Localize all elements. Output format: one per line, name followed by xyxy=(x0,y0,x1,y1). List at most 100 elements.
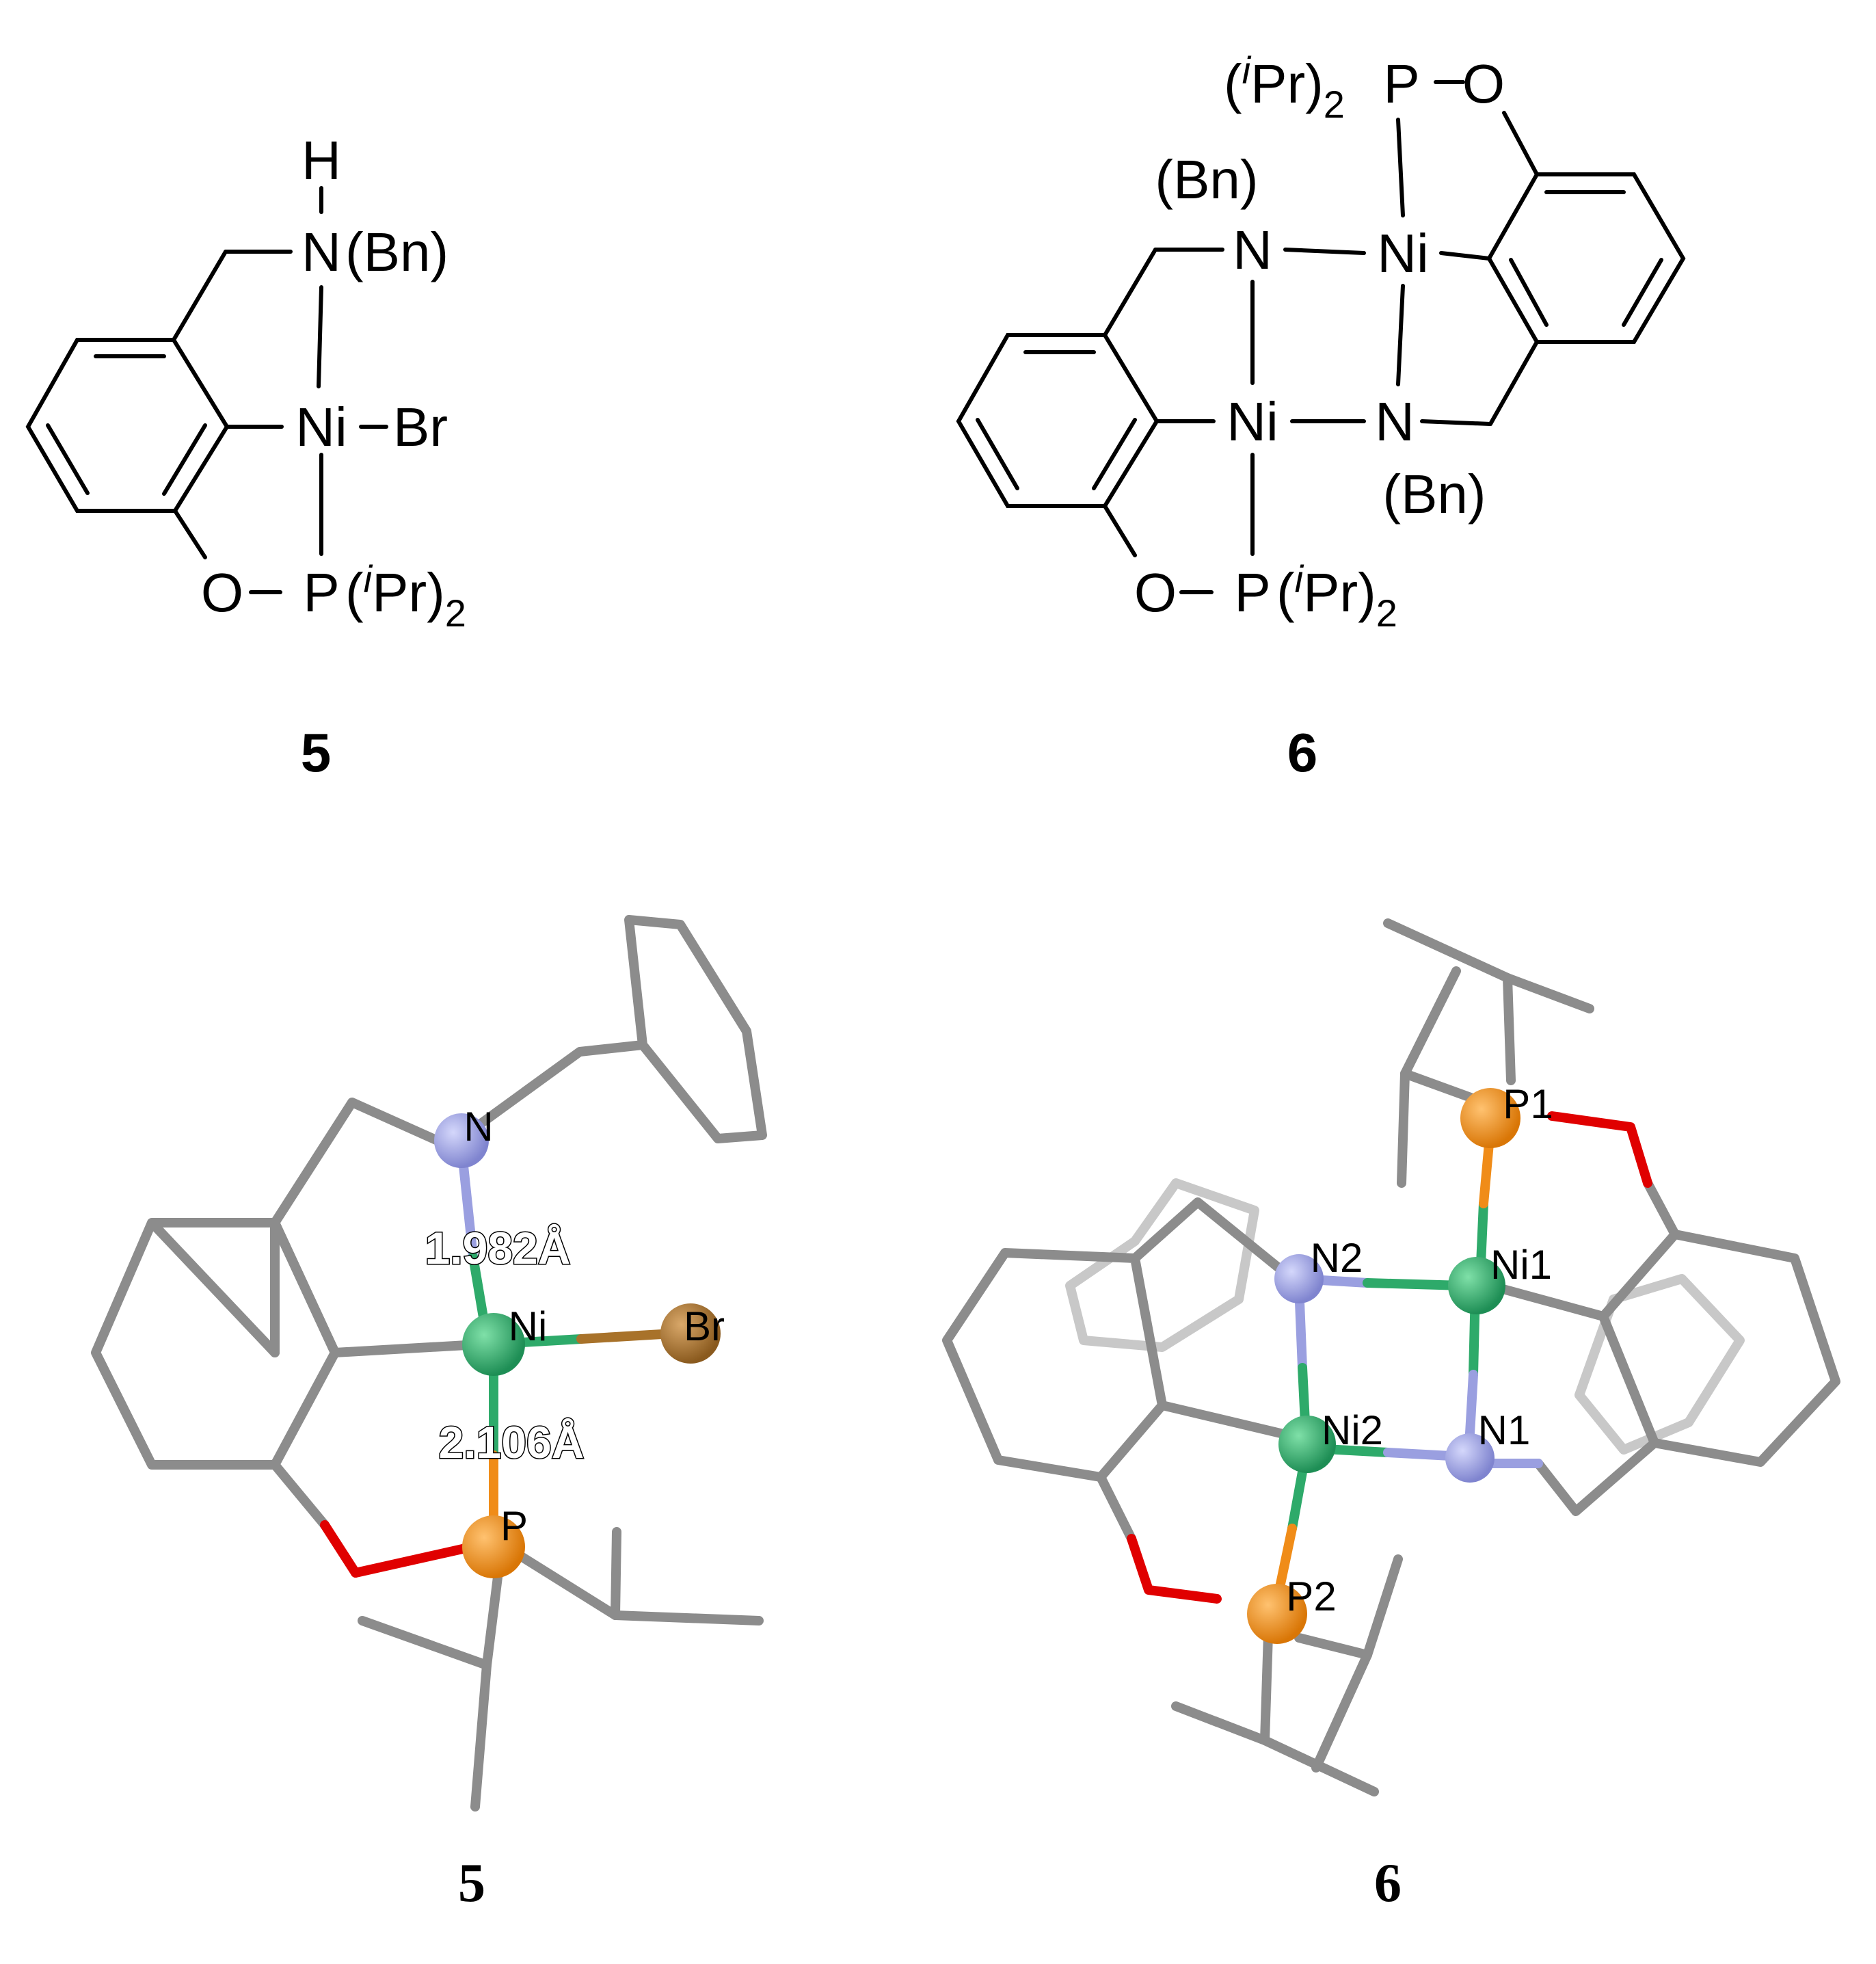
crystal-6-label-p1: P1 xyxy=(1503,1081,1553,1127)
crystal-6-left-ring-ni-rod xyxy=(1157,1401,1297,1441)
crystal-6-left-o-rod xyxy=(1096,1472,1136,1543)
structure-6-atom-ni-top: Ni xyxy=(1377,223,1429,284)
crystal-6-n2-sphere xyxy=(1274,1254,1324,1303)
structure-5-p-substituent: (iPr)2 xyxy=(345,557,466,635)
crystal-6-top-isopropyl xyxy=(1383,918,1594,1013)
crystal-5-o-p-rod xyxy=(351,1542,477,1578)
crystal-5-isopropyl-arm xyxy=(358,1616,492,1670)
structure-5-atom-br: Br xyxy=(393,397,448,457)
structure-5-n-ni-bond xyxy=(317,285,323,388)
structure-6-right-ring xyxy=(1486,172,1686,344)
crystal-5-ring-o-rod xyxy=(270,1460,330,1530)
structure-6-bottom-p-substituent: (iPr)2 xyxy=(1276,557,1397,635)
crystal-5-br-sphere xyxy=(660,1303,721,1364)
structure-6-n-ch2-bond xyxy=(1420,419,1492,426)
crystal-5-label-p: P xyxy=(500,1503,528,1549)
crystal-6-p2-sphere xyxy=(1247,1584,1307,1644)
crystal-6-n2-ni1-rod xyxy=(1363,1278,1468,1290)
crystal-5-label-ni: Ni xyxy=(509,1303,548,1349)
structure-6-ch2-ring-bond xyxy=(1488,340,1539,426)
crystal-5-isopropyl-arm xyxy=(470,1561,504,1812)
structure-6-bn-top: (Bn) xyxy=(1155,149,1258,210)
crystal-6-n1-sphere xyxy=(1445,1433,1495,1483)
crystal-5-ring-bond xyxy=(270,1218,340,1357)
structure-6: (iPr)2 P O (Bn) N Ni Ni N (Bn) O P (iPr)… xyxy=(956,49,1686,783)
structure-6-number: 6 xyxy=(1287,722,1318,783)
crystal-6-ni1-sphere xyxy=(1448,1257,1505,1314)
crystal-5-o-p-rod xyxy=(320,1520,360,1578)
crystal-6-top-isopropyl xyxy=(1503,973,1516,1085)
structure-6-inner-bond xyxy=(976,418,1019,490)
crystal-6-right-o-rod xyxy=(1643,1178,1680,1239)
crystal-6-left-o-rod-red xyxy=(1127,1534,1222,1604)
crystal-6-right-aryl-ring xyxy=(1598,1230,1840,1467)
crystal-6-right-o-rod-red xyxy=(1547,1111,1652,1188)
structure-5-atom-n: N xyxy=(302,222,341,282)
structure-6-atom-o-bottom: O xyxy=(1134,562,1177,623)
crystal-5-ni-n-distance: 1.982Å xyxy=(425,1223,571,1273)
crystal-5-ring-ni-rod xyxy=(330,1340,483,1357)
structure-5-ch2-bond xyxy=(172,250,228,342)
crystal-5-aryl-ring xyxy=(91,1218,340,1470)
crystal-5-ni-br-rod xyxy=(576,1329,678,1344)
structure-6-top-p-substituent: (iPr)2 xyxy=(1224,49,1345,126)
crystal-6-bottom-isopropyl xyxy=(1171,1701,1379,1796)
crystal-5-label-br: Br xyxy=(684,1303,725,1349)
crystal-5-n-sphere xyxy=(434,1113,489,1168)
structure-6-atom-n-top: N xyxy=(1233,220,1272,280)
structure-5-ring-o-bond xyxy=(173,509,207,559)
structure-6-atom-ni-bottom: Ni xyxy=(1227,391,1278,452)
crystal-6-bottom-isopropyl xyxy=(1260,1630,1273,1745)
structure-5: H N (Bn) Ni Br O P (iPr)2 5 xyxy=(25,130,466,783)
structure-6-inner-bond xyxy=(1092,418,1137,490)
structure-6-inner-bond xyxy=(1622,258,1663,327)
crystal-6-label-ni1: Ni1 xyxy=(1490,1242,1552,1288)
crystal-6-p1-sphere xyxy=(1460,1088,1520,1148)
crystal-6-ni2-sphere xyxy=(1278,1416,1336,1473)
structure-6-left-ring xyxy=(956,333,1160,508)
structure-5-number: 5 xyxy=(301,722,332,783)
crystal-6-label-n2: N2 xyxy=(1311,1235,1363,1281)
crystal-5-label-n: N xyxy=(464,1104,493,1150)
crystal-6-top-isopropyl xyxy=(1400,1069,1485,1106)
structure-6-atom-p-top: P xyxy=(1383,53,1419,114)
crystal-6-label-ni2: Ni2 xyxy=(1322,1407,1383,1453)
crystal-6-back-benzyl-ring xyxy=(1065,1178,1259,1352)
structure-6-atom-p-bottom: P xyxy=(1234,562,1270,623)
crystal-structure-6: P1 N2 Ni1 Ni2 N1 P2 6 xyxy=(942,918,1840,1913)
structure-5-benzene-ring xyxy=(25,338,230,513)
structure-5-atom-ni: Ni xyxy=(295,397,347,457)
crystal-6-left-ch2-arm xyxy=(1130,1197,1297,1284)
structure-6-atom-o-top: O xyxy=(1462,53,1505,114)
crystal-5-isopropyl-arm xyxy=(611,1527,621,1620)
crystal-6-bottom-isopropyl xyxy=(1294,1633,1372,1660)
crystal-5-benzyl-arm xyxy=(460,1040,647,1140)
crystal-6-label-n1: N1 xyxy=(1478,1407,1531,1453)
structure-5-inner-bond xyxy=(46,423,90,495)
crystal-5-benzyl-ring xyxy=(624,915,767,1143)
structure-5-atom-o: O xyxy=(201,562,243,623)
structure-5-atom-h: H xyxy=(302,130,341,191)
crystal-6-label-p2: P2 xyxy=(1286,1574,1336,1619)
crystal-5-ni-sphere xyxy=(462,1313,525,1376)
structure-6-ch2-bond xyxy=(1103,248,1157,337)
structure-6-n-ni-bond xyxy=(1283,248,1366,255)
structure-6-p-ni-top-bond xyxy=(1396,118,1405,217)
structure-5-atom-p: P xyxy=(303,562,339,623)
structure-6-ni-ring-bond xyxy=(1439,251,1491,261)
structure-6-ni-n-vertical-bond xyxy=(1396,284,1405,386)
crystal-6-ni1-ring-rod xyxy=(1486,1281,1608,1321)
structure-5-inner-bond xyxy=(162,423,207,496)
crystal-5-p-sphere xyxy=(462,1515,525,1578)
crystal-5-ch2-arm xyxy=(270,1098,442,1228)
crystal-6-right-ch2-arm xyxy=(1533,1438,1659,1516)
crystal-5-isopropyl-arm xyxy=(501,1542,764,1625)
crystal-5-ni-p-distance: 2.106Å xyxy=(439,1417,585,1468)
structure-6-atom-n-bottom: N xyxy=(1375,391,1415,452)
structure-6-bn-bottom: (Bn) xyxy=(1382,464,1486,525)
structure-5-n-substituent: (Bn) xyxy=(345,222,448,282)
crystal-6-back-benzyl-ring xyxy=(1574,1274,1745,1455)
crystal-structure-5: N Ni Br P 1.982Å 2.106Å 5 xyxy=(91,915,767,1913)
crystal-5-number: 5 xyxy=(458,1853,485,1913)
